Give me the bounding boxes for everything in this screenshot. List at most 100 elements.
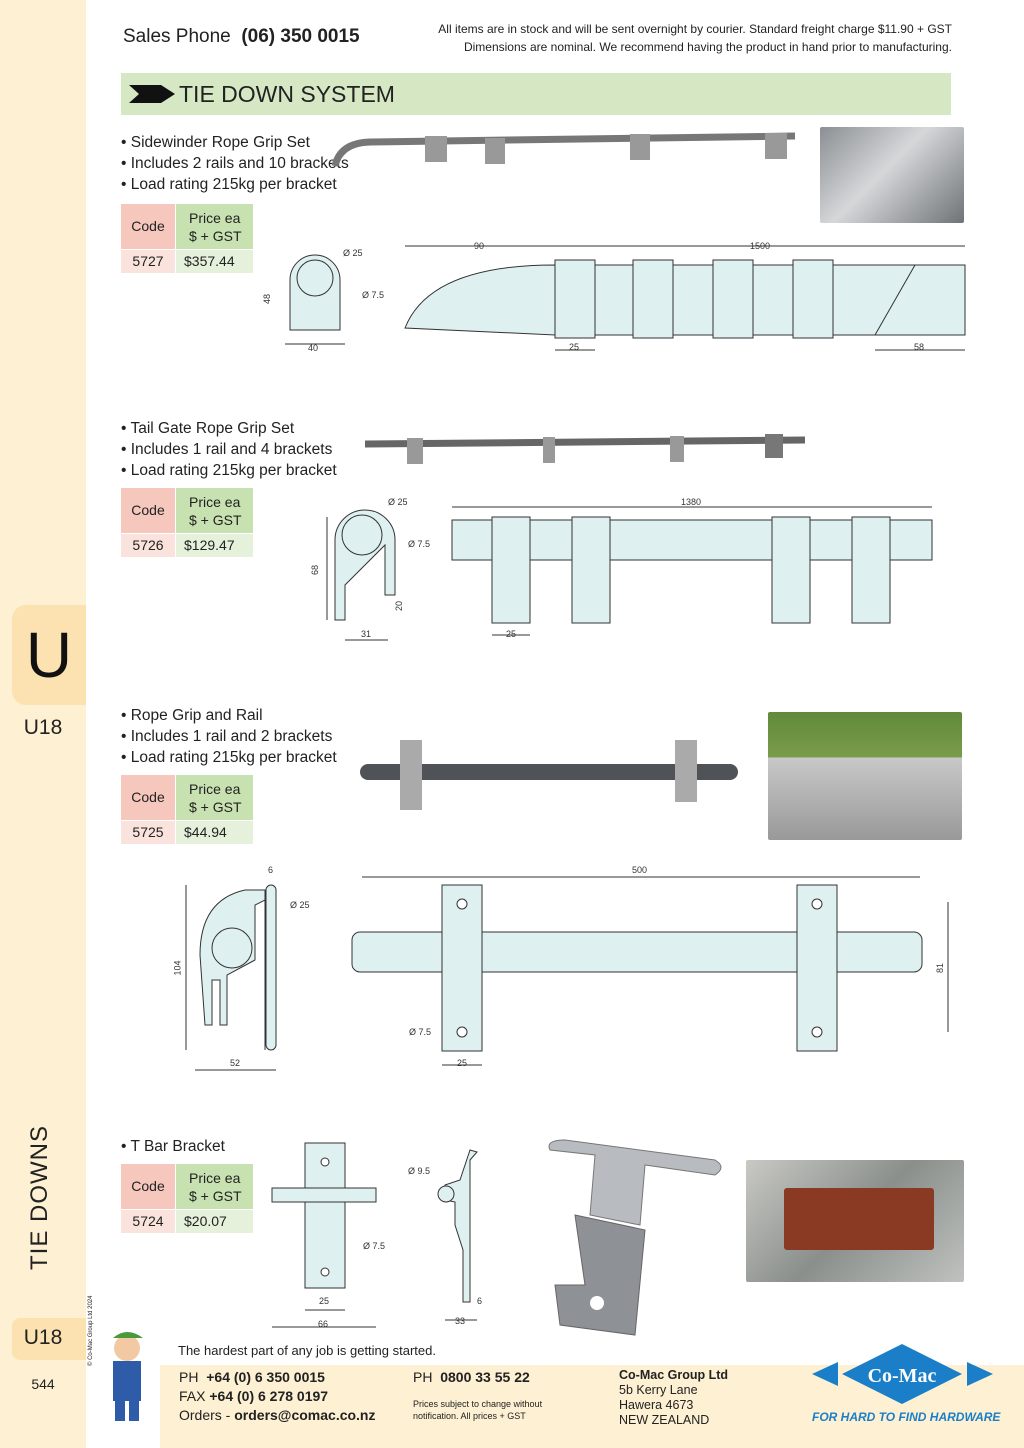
sales-label: Sales Phone bbox=[123, 26, 231, 47]
product-code: 5727 bbox=[121, 250, 175, 273]
freephone: PH 0800 33 55 22 bbox=[413, 1369, 530, 1385]
product-bullets: • Tail Gate Rope Grip Set • Includes 1 r… bbox=[121, 418, 337, 481]
fax-number: +64 (0) 6 278 0197 bbox=[209, 1388, 329, 1404]
product-bullets: • Sidewinder Rope Grip Set • Includes 2 … bbox=[121, 132, 349, 195]
bullet: • Load rating 215kg per bracket bbox=[121, 176, 337, 193]
sidebar bbox=[0, 0, 86, 1448]
notice-line: Dimensions are nominal. We recommend hav… bbox=[463, 40, 952, 54]
code-header: Code bbox=[121, 1164, 175, 1209]
technical-drawing bbox=[326, 506, 933, 641]
sales-number: (06) 350 0015 bbox=[241, 26, 360, 47]
section-code-bottom: U18 bbox=[23, 1326, 63, 1349]
product-photo-ute bbox=[820, 127, 964, 223]
dim-label: 68 bbox=[310, 564, 321, 576]
dim-label: Ø 25 bbox=[290, 900, 310, 910]
dim-label: 52 bbox=[230, 1058, 241, 1068]
bullet: • Rope Grip and Rail bbox=[121, 707, 263, 724]
price-header: Price ea$ + GST bbox=[176, 488, 253, 533]
dim-label: Ø 7.5 bbox=[362, 290, 385, 300]
dim-label: 25 bbox=[457, 1058, 468, 1068]
dim-label: 25 bbox=[319, 1296, 330, 1306]
dim-label: Ø 25 bbox=[388, 497, 408, 507]
dim-label: 48 bbox=[262, 293, 273, 305]
comac-logo: Co-Mac bbox=[812, 1344, 993, 1404]
bottom-tab bbox=[12, 1318, 86, 1360]
dim-label: 90 bbox=[474, 241, 485, 251]
svg-text:Co-Mac: Co-Mac bbox=[868, 1365, 937, 1387]
bullet: • Includes 2 rails and 10 brackets bbox=[121, 155, 349, 172]
code-header: Code bbox=[121, 775, 175, 820]
code-header: Code bbox=[121, 488, 175, 533]
section-banner: TIE DOWN SYSTEM bbox=[121, 73, 951, 115]
bullet: • T Bar Bracket bbox=[121, 1138, 225, 1155]
code-header: Code bbox=[121, 204, 175, 249]
mascot-illustration bbox=[113, 1332, 143, 1421]
dim-label: 20 bbox=[394, 600, 405, 612]
dim-label: 6 bbox=[477, 1296, 483, 1306]
dim-label: 58 bbox=[914, 342, 925, 352]
product-photo-trailer bbox=[768, 712, 962, 840]
dim-label: Ø 25 bbox=[343, 248, 363, 258]
dim-label: 6 bbox=[268, 865, 274, 875]
bullet: • Load rating 215kg per bracket bbox=[121, 462, 337, 479]
notice-line: All items are in stock and will be sent … bbox=[438, 22, 952, 36]
orders-email-link[interactable]: orders@comac.co.nz bbox=[234, 1407, 376, 1423]
section-code-top: U18 bbox=[23, 716, 63, 739]
bullet: • Sidewinder Rope Grip Set bbox=[121, 134, 310, 151]
section-tab-letter[interactable]: U bbox=[12, 605, 86, 705]
price-header: Price ea$ + GST bbox=[176, 204, 253, 249]
phone-link[interactable]: +64 (0) 6 350 0015 bbox=[206, 1369, 325, 1385]
product-photo-rail bbox=[331, 132, 796, 167]
dim-label: Ø 7.5 bbox=[363, 1241, 386, 1251]
contact-block: PH +64 (0) 6 350 0015 FAX +64 (0) 6 278 … bbox=[179, 1369, 376, 1423]
dim-label: 33 bbox=[455, 1316, 466, 1326]
product-code: 5724 bbox=[121, 1210, 175, 1233]
slogan: The hardest part of any job is getting s… bbox=[178, 1343, 436, 1358]
product-bullets: • T Bar Bracket bbox=[121, 1136, 225, 1157]
product-bullets: • Rope Grip and Rail • Includes 1 rail a… bbox=[121, 705, 337, 768]
dim-label: 66 bbox=[318, 1319, 329, 1329]
dim-label: 25 bbox=[506, 629, 517, 639]
dim-label: 31 bbox=[361, 629, 372, 639]
product-price: $129.47 bbox=[176, 534, 253, 557]
dim-label: 81 bbox=[935, 962, 946, 974]
product-price: $20.07 bbox=[176, 1210, 253, 1233]
product-code: 5725 bbox=[121, 821, 175, 844]
chevron-arrow-icon bbox=[129, 85, 175, 103]
dim-label: 104 bbox=[172, 960, 183, 976]
bullet: • Load rating 215kg per bracket bbox=[121, 749, 337, 766]
technical-drawing bbox=[285, 245, 966, 351]
copyright: © Co-Mac Group Ltd 2024 bbox=[88, 1295, 94, 1366]
dim-label: 1380 bbox=[681, 497, 702, 507]
product-photo-rail bbox=[360, 740, 738, 810]
dim-label: 25 bbox=[569, 342, 580, 352]
dim-label: Ø 9.5 bbox=[408, 1166, 431, 1176]
page-number: 544 bbox=[31, 1376, 55, 1392]
technical-drawing bbox=[185, 876, 949, 1071]
freephone-number[interactable]: 0800 33 55 22 bbox=[440, 1369, 530, 1385]
price-header: Price ea$ + GST bbox=[176, 775, 253, 820]
dim-label: Ø 7.5 bbox=[408, 539, 431, 549]
banner-title: TIE DOWN SYSTEM bbox=[179, 81, 395, 107]
dim-label: Ø 7.5 bbox=[409, 1027, 432, 1037]
section-title-vertical: TIE DOWNS bbox=[26, 1125, 53, 1270]
technical-drawing bbox=[271, 1142, 478, 1328]
bullet: • Includes 1 rail and 4 brackets bbox=[121, 441, 333, 458]
product-photo-tbar bbox=[548, 1139, 722, 1336]
shipping-notice: All items are in stock and will be sent … bbox=[438, 20, 952, 56]
product-price: $44.94 bbox=[176, 821, 253, 844]
price-header: Price ea$ + GST bbox=[176, 1164, 253, 1209]
logo-tagline: FOR HARD TO FIND HARDWARE bbox=[812, 1410, 1001, 1424]
dim-label: 500 bbox=[632, 865, 648, 875]
product-photo-tbar-installed bbox=[746, 1160, 964, 1282]
product-code: 5726 bbox=[121, 534, 175, 557]
bullet: • Tail Gate Rope Grip Set bbox=[121, 420, 295, 437]
dim-label: 1500 bbox=[750, 241, 771, 251]
sales-phone: Sales Phone (06) 350 0015 bbox=[123, 26, 360, 48]
product-photo-rail bbox=[365, 434, 805, 464]
dim-label: 40 bbox=[308, 343, 319, 353]
timber-plank bbox=[784, 1188, 934, 1250]
bullet: • Includes 1 rail and 2 brackets bbox=[121, 728, 333, 745]
